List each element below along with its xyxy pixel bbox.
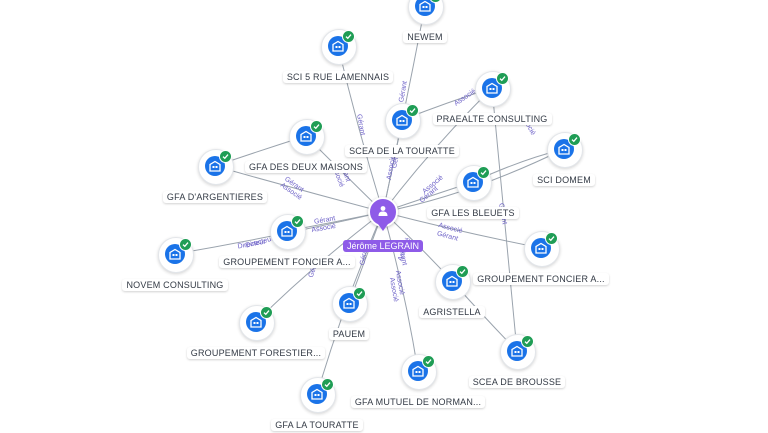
edge-role-label: Directeur: [237, 238, 267, 250]
company-label: AGRISTELLA: [352, 302, 552, 320]
company-label: NOVEM CONSULTING: [75, 275, 275, 293]
company-name: GFA D'ARGENTIERES: [162, 191, 268, 203]
relation-edge: [337, 45, 384, 213]
company-label: GROUPEMENT FONCIER A...: [441, 269, 641, 287]
check-icon: [321, 378, 334, 391]
edge-role-label: Associé: [386, 155, 397, 180]
company-label: NEWEM: [325, 27, 525, 45]
edge-role-label: Associé: [453, 88, 477, 108]
edge-role-label: Gérant: [314, 215, 336, 226]
person-label: Jérôme LEGRAIN: [283, 236, 483, 254]
check-icon: [353, 287, 366, 300]
check-icon: [260, 306, 273, 319]
company-name: NEWEM: [403, 31, 447, 43]
edge-role-label: Associé: [394, 270, 405, 295]
company-name: PRAEALTE CONSULTING: [432, 113, 552, 125]
company-name: GROUPEMENT FORESTIER...: [186, 347, 326, 359]
company-label: GFA D'ARGENTIERES: [115, 187, 315, 205]
relation-edge: [214, 165, 384, 213]
edge-role-label: Gérant: [391, 147, 402, 169]
edge-role-label: Gérant: [397, 244, 408, 266]
company-name: GFA LA TOURATTE: [271, 419, 363, 431]
company-label: SCI 5 RUE LAMENNAIS: [238, 67, 438, 85]
company-label: PRAEALTE CONSULTING: [392, 109, 592, 127]
company-name: AGRISTELLA: [419, 306, 485, 318]
person-pin-tail: [378, 224, 388, 231]
check-icon: [291, 215, 304, 228]
edge-role-label: Gérant: [398, 81, 409, 103]
company-name: SCEA DE BROUSSE: [468, 376, 566, 388]
check-icon: [406, 104, 419, 117]
person-name: Jérôme LEGRAIN: [342, 240, 424, 252]
person-pin: [368, 197, 398, 227]
company-label: GFA LA TOURATTE: [217, 415, 417, 433]
company-label: SCEA DE LA TOURATTE: [302, 141, 502, 159]
building-icon: [415, 0, 435, 16]
company-label: GFA DES DEUX MAISONS: [206, 157, 406, 175]
edge-role-label: Gérant: [355, 114, 366, 136]
check-icon: [219, 150, 232, 163]
company-name: SCI DOMEM: [533, 174, 595, 186]
company-label: PAUEM: [249, 324, 449, 342]
company-name: NOVEM CONSULTING: [122, 279, 228, 291]
check-icon: [521, 335, 534, 348]
edge-role-label: Gérant: [359, 244, 370, 266]
check-icon: [310, 120, 323, 133]
relation-edge: [382, 211, 542, 249]
company-name: GROUPEMENT FONCIER A...: [473, 273, 609, 285]
check-icon: [496, 72, 509, 85]
company-label: SCI DOMEM: [464, 170, 664, 188]
company-label: GFA MUTUEL DE NORMAN...: [318, 392, 518, 410]
check-icon: [422, 355, 435, 368]
person-icon: [378, 206, 388, 216]
company-name: GFA LES BLEUETS: [427, 207, 519, 219]
edge-role-label: Associé: [388, 277, 399, 302]
check-icon: [456, 265, 469, 278]
company-label: SCEA DE BROUSSE: [417, 372, 617, 390]
company-name: GROUPEMENT FONCIER A...: [219, 256, 355, 268]
check-icon: [545, 232, 558, 245]
company-label: GFA LES BLEUETS: [373, 203, 573, 221]
company-name: GFA MUTUEL DE NORMAN...: [350, 396, 486, 408]
company-name: SCI 5 RUE LAMENNAIS: [282, 71, 394, 83]
check-icon: [179, 238, 192, 251]
check-icon: [568, 133, 581, 146]
company-name: SCEA DE LA TOURATTE: [345, 145, 459, 157]
edge-role-label: Associé: [311, 223, 336, 234]
check-icon: [342, 30, 355, 43]
company-label: GROUPEMENT FONCIER A...: [187, 252, 387, 270]
check-icon: [477, 166, 490, 179]
company-name: PAUEM: [328, 328, 370, 340]
company-name: GFA DES DEUX MAISONS: [244, 161, 368, 173]
company-label: GROUPEMENT FORESTIER...: [156, 343, 356, 361]
